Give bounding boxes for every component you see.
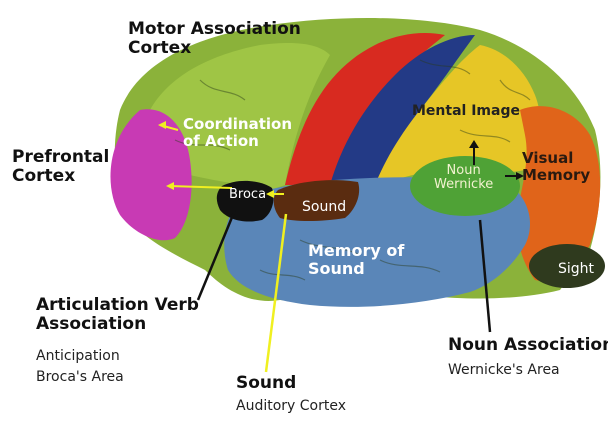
sound-inner-label: Sound bbox=[302, 200, 346, 215]
memory-of-sound-label: Memory of Sound bbox=[308, 242, 404, 277]
sound-sublabel: Auditory Cortex bbox=[236, 398, 346, 414]
noun-association-label: Noun Association bbox=[448, 336, 608, 355]
coordination-label: Coordination of Action bbox=[183, 116, 292, 149]
mental-image-label: Mental Image bbox=[412, 104, 520, 119]
motor-association-label: Motor Association Cortex bbox=[128, 20, 301, 58]
prefrontal-cortex-label: Prefrontal Cortex bbox=[12, 148, 109, 186]
articulation-verb-sublabel: Anticipation Broca's Area bbox=[36, 346, 124, 388]
sound-title-label: Sound bbox=[236, 374, 296, 393]
broca-label: Broca bbox=[229, 188, 266, 202]
noun-association-sublabel: Wernicke's Area bbox=[448, 362, 560, 378]
noun-wernicke-label: Noun Wernicke bbox=[434, 164, 493, 193]
visual-memory-label: Visual Memory bbox=[522, 150, 590, 183]
sight-label: Sight bbox=[558, 262, 594, 277]
articulation-verb-label: Articulation Verb Association bbox=[36, 296, 199, 334]
